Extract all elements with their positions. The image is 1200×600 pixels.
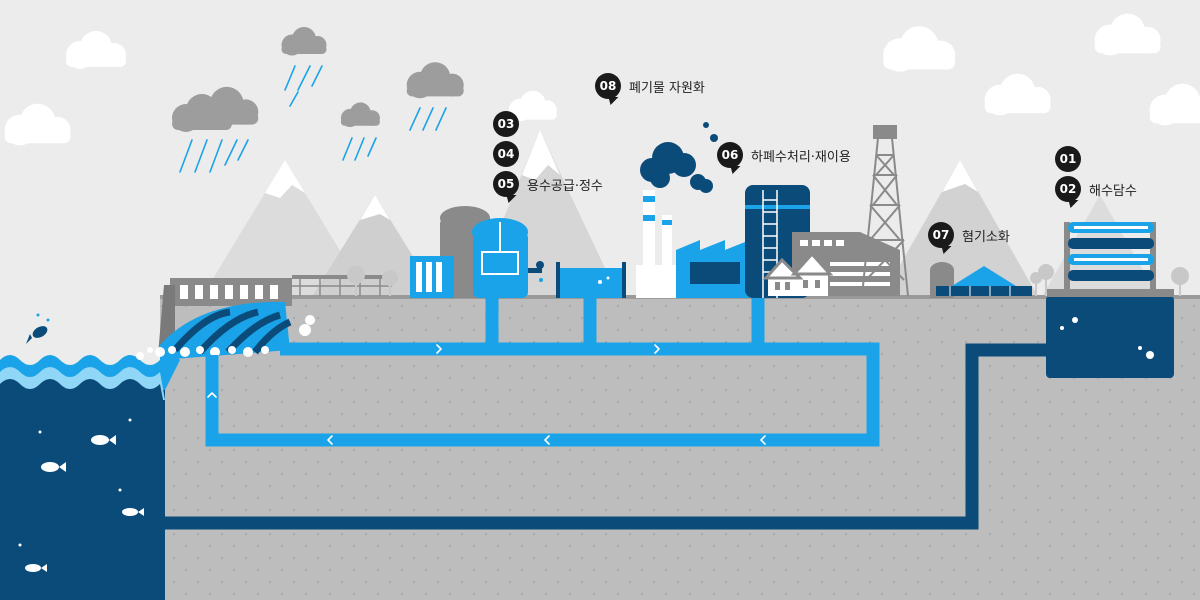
label-04: 04 (493, 141, 519, 167)
trees (347, 264, 1189, 296)
desalination-plant (1046, 222, 1174, 297)
dam-spillway (136, 301, 315, 360)
badge-06[interactable]: 06 (717, 142, 743, 168)
factory (636, 190, 750, 298)
fish (18, 418, 144, 572)
badge-07[interactable]: 07 (928, 222, 954, 248)
badge-08[interactable]: 08 (595, 73, 621, 99)
badge-01[interactable]: 01 (1055, 146, 1081, 172)
seawater-pipe (165, 343, 1050, 530)
anaerobic-digester (930, 262, 1032, 298)
label-08-waste-recycling: 08 폐기물 자원화 (595, 73, 705, 99)
label-07-anaerobic: 07 혐기소화 (928, 222, 1010, 248)
badge-04[interactable]: 04 (493, 141, 519, 167)
badge-05[interactable]: 05 (493, 171, 519, 197)
label-waste-recycling-text: 폐기물 자원화 (629, 80, 705, 96)
water-treatment-plant (410, 206, 544, 298)
rain-clouds (172, 27, 464, 173)
smoke (640, 122, 718, 193)
derrick (861, 125, 909, 297)
badge-03[interactable]: 03 (493, 111, 519, 137)
label-03: 03 (493, 111, 519, 137)
label-desalination-text: 해수담수 (1089, 183, 1137, 199)
label-anaerobic-text: 혐기소화 (962, 229, 1010, 245)
label-water-supply-text: 용수공급·정수 (527, 178, 603, 194)
label-06-wastewater: 06 하폐수처리·재이용 (717, 142, 851, 168)
desalination-tank (1046, 296, 1174, 378)
label-01: 01 (1055, 146, 1081, 172)
badge-02[interactable]: 02 (1055, 176, 1081, 202)
sea (0, 355, 180, 600)
jumping-fish (26, 313, 50, 344)
water-supply-pipes (205, 296, 880, 447)
label-02-desalination: 02 해수담수 (1055, 176, 1137, 202)
label-05-water-supply: 05 용수공급·정수 (493, 171, 603, 197)
reservoir (556, 262, 626, 298)
flow-arrows (207, 344, 766, 445)
label-wastewater-text: 하폐수처리·재이용 (751, 149, 851, 165)
